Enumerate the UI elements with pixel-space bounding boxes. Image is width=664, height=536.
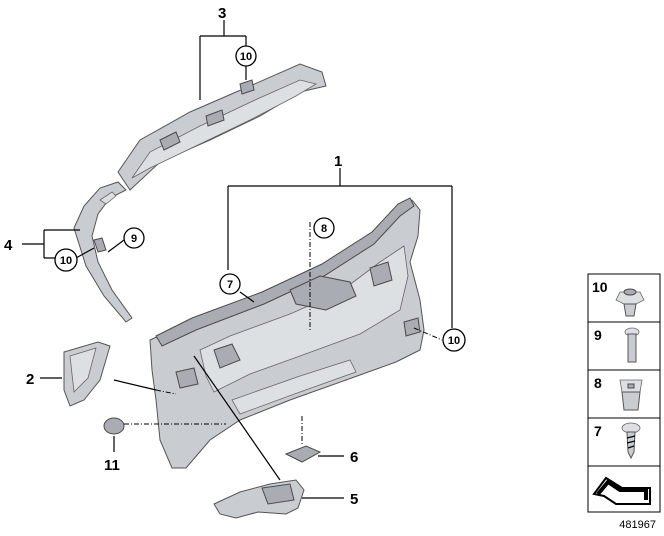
callout-10-right: 10	[448, 335, 460, 347]
callout-2: 2	[26, 371, 34, 388]
part-5-lower-bracket[interactable]	[213, 479, 305, 519]
callout-5: 5	[350, 491, 358, 508]
callout-4: 4	[4, 237, 13, 254]
legend-label-9: 9	[594, 327, 602, 343]
callout-10-circle-right	[442, 328, 466, 352]
callout-3: 3	[218, 5, 226, 22]
callout-7-circle	[219, 273, 241, 295]
callout-10-top: 10	[240, 51, 252, 63]
callout-7: 7	[227, 279, 233, 291]
callout-11: 11	[104, 457, 120, 474]
legend-cell-9	[587, 321, 661, 371]
document-number: 481967	[619, 519, 656, 531]
callout-9: 9	[131, 233, 137, 245]
part-2-cover-panel[interactable]	[63, 341, 111, 407]
part-11-round-cap[interactable]	[103, 417, 125, 435]
part-6-clip-cover[interactable]	[284, 445, 322, 463]
clip-fastener-icon	[615, 288, 645, 317]
legend-label-7: 7	[594, 423, 602, 439]
part-3-upper-trim[interactable]	[117, 63, 327, 191]
callout-10-circle-top	[235, 45, 257, 67]
legend-label-10: 10	[592, 279, 608, 295]
part-1-tailgate-trim-panel[interactable]	[149, 197, 425, 469]
callout-1: 1	[334, 153, 342, 170]
part-4-side-pillar-trim[interactable]	[73, 181, 133, 323]
fastener-legend: 10 9 8 7	[587, 273, 661, 513]
callout-10-circle-left	[54, 248, 78, 272]
legend-label-8: 8	[594, 375, 602, 391]
rivet-fastener-icon	[624, 327, 640, 363]
callout-10-left: 10	[60, 255, 72, 267]
screw-icon	[621, 422, 641, 460]
leader-lines	[22, 20, 453, 499]
callout-6: 6	[350, 449, 358, 466]
callout-9-circle	[123, 227, 145, 249]
spring-nut-icon	[619, 379, 643, 411]
callout-8: 8	[321, 223, 327, 235]
arrow-symbol-icon	[592, 476, 651, 505]
callout-8-circle	[313, 217, 335, 239]
